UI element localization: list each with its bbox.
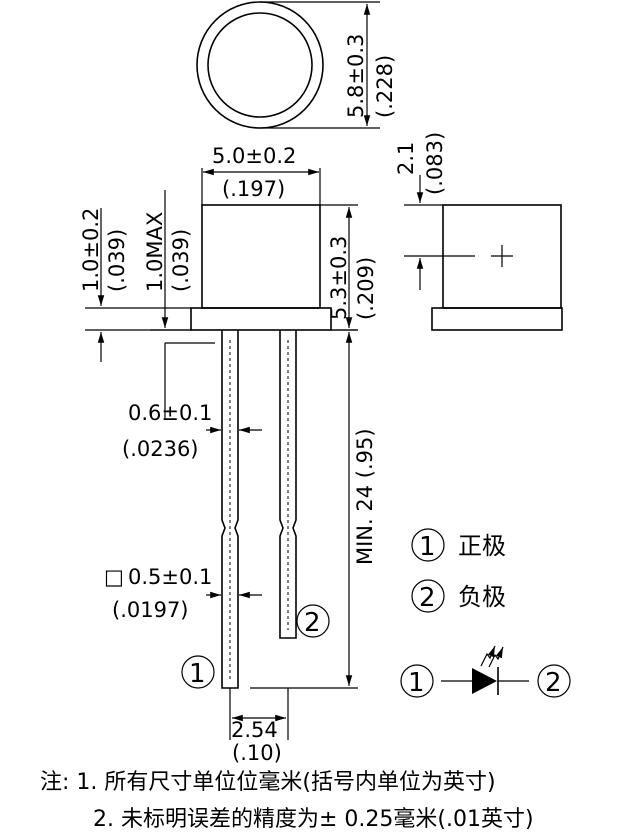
flange-in-label: (.039) [105, 229, 129, 292]
note-line-1: 注: 1. 所有尺寸单位位毫米(括号内单位为英寸) [40, 770, 496, 795]
light-emission-icon [480, 645, 504, 668]
side-view-flange [431, 307, 563, 331]
led-flange [190, 307, 332, 331]
led-symbol: 1 2 [400, 645, 571, 698]
symbol-pin2-number: 2 [545, 668, 562, 698]
pin1-marker [181, 655, 215, 689]
body-height-mm-label: 5.3±0.3 [327, 236, 351, 320]
lead-2 [279, 330, 297, 639]
pitch-in-label: (.10) [232, 741, 282, 765]
symbol-pin1-marker [400, 664, 434, 698]
pitch-mm-label: 2.54 [231, 718, 278, 742]
top-view-inner-circle [207, 12, 313, 118]
offset-in-label: (.083) [423, 132, 447, 195]
lead-sq-mm-label: 0.5±0.1 [128, 565, 212, 589]
flange-max-in-label: (.039) [169, 229, 193, 292]
pin-legend: 1 正极 2 负极 [411, 528, 506, 613]
flange-mm-label: 1.0±0.2 [79, 208, 103, 292]
pin2-number: 2 [304, 608, 321, 638]
cap-width-mm-label: 5.0±0.2 [212, 144, 296, 168]
legend-anode-number: 1 [419, 532, 436, 562]
diameter-mm-label: 5.8±0.3 [344, 34, 368, 118]
lead-1 [221, 330, 239, 689]
diameter-in-label: (.228) [373, 55, 397, 118]
legend-anode-label: 正极 [458, 532, 506, 560]
offset-mm-label: 2.1 [394, 142, 418, 175]
led-body [201, 204, 321, 309]
cap-width-in-label: (.197) [222, 177, 285, 201]
legend-cathode-number: 2 [419, 583, 436, 613]
lead-dia-in-label: (.0236) [122, 437, 199, 461]
pin1-number: 1 [189, 659, 206, 689]
flange-max-mm-label: 1.0MAX [143, 212, 167, 292]
pin2-marker [296, 604, 330, 638]
top-view-outer-circle [196, 1, 324, 129]
note-line-2: 2. 未标明误差的精度为± 0.25毫米(.01英寸) [93, 807, 534, 832]
symbol-pin2-marker [537, 664, 571, 698]
side-view: 2.1 (.083) [394, 132, 563, 331]
front-view: 5.0±0.2 (.197) 5.3±0.3 (.209) 1.0±0.2 (.… [79, 144, 378, 765]
top-view: 5.8±0.3 (.228) [196, 1, 397, 129]
legend-cathode-label: 负极 [458, 583, 506, 611]
lead-length-label: MIN. 24 (.95) [353, 428, 377, 565]
legend-anode-marker [411, 528, 445, 562]
lead-dia-mm-label: 0.6±0.1 [128, 401, 212, 425]
body-height-in-label: (.209) [354, 257, 378, 320]
lead-sq-symbol: □ [104, 565, 124, 589]
legend-cathode-marker [411, 579, 445, 613]
symbol-pin1-number: 1 [408, 668, 425, 698]
lead-sq-in-label: (.0197) [112, 598, 189, 622]
diode-triangle [472, 668, 497, 694]
